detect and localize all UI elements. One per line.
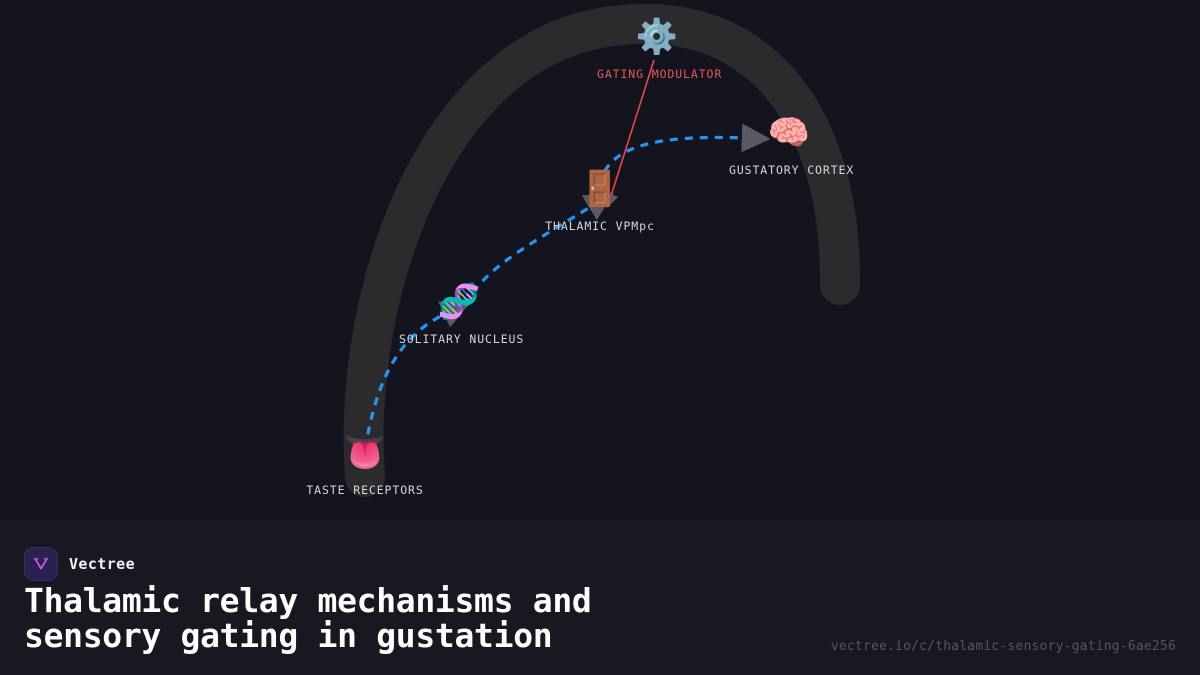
edge-thalamic-to-cortex[interactable] — [595, 123, 771, 201]
brand-name: Vectree — [69, 555, 136, 573]
node-solitary-nucleus[interactable]: 🧬 SOLITARY NUCLEUS — [399, 282, 525, 346]
door-icon: 🚪 — [578, 169, 622, 209]
node-label-gating-modulator: GATING MODULATOR — [597, 67, 723, 81]
share-url: vectree.io/c/thalamic-sensory-gating-6ae… — [830, 639, 1176, 654]
graph-svg — [343, 3, 861, 497]
node-thalamic-vpmpc[interactable]: 🚪 THALAMIC VPMpc — [540, 172, 660, 233]
node-gating-modulator[interactable]: ⚙️ GATING MODULATOR — [597, 17, 723, 81]
node-label-thalamic-vpmpc: THALAMIC VPMpc — [545, 219, 655, 233]
footer-panel: Vectree Thalamic relay mechanisms and se… — [0, 521, 1200, 675]
node-label-gustatory-cortex: GUSTATORY CORTEX — [729, 163, 855, 177]
brand-block[interactable]: Vectree — [24, 547, 135, 581]
edge-taste-to-solitary[interactable] — [363, 301, 471, 450]
node-gustatory-cortex[interactable]: 🧠 GUSTATORY CORTEX — [729, 113, 855, 177]
edges-layer — [363, 59, 771, 450]
gear-icon: ⚙️ — [635, 17, 679, 57]
dna-icon: 🧬 — [437, 282, 481, 322]
node-label-solitary-nucleus: SOLITARY NUCLEUS — [399, 332, 525, 346]
node-label-taste-receptors: TASTE RECEPTORS — [306, 483, 424, 497]
vectree-logo-icon — [24, 547, 58, 581]
brain-outline-arc — [343, 3, 861, 497]
node-taste-receptors[interactable]: 👅 TASTE RECEPTORS — [305, 436, 425, 497]
edge-solitary-to-thalamic[interactable] — [464, 192, 614, 307]
graph-canvas[interactable]: 👅 TASTE RECEPTORS 🧬 SOLITARY NUCLEUS 🚪 THALAM… — [0, 0, 1200, 521]
page-title: Thalamic relay mechanisms and sensory ga… — [24, 581, 592, 655]
edge-gating-to-thalamic[interactable] — [604, 59, 655, 209]
brain-icon: 🧠 — [767, 113, 811, 153]
tongue-icon: 👅 — [343, 433, 387, 473]
